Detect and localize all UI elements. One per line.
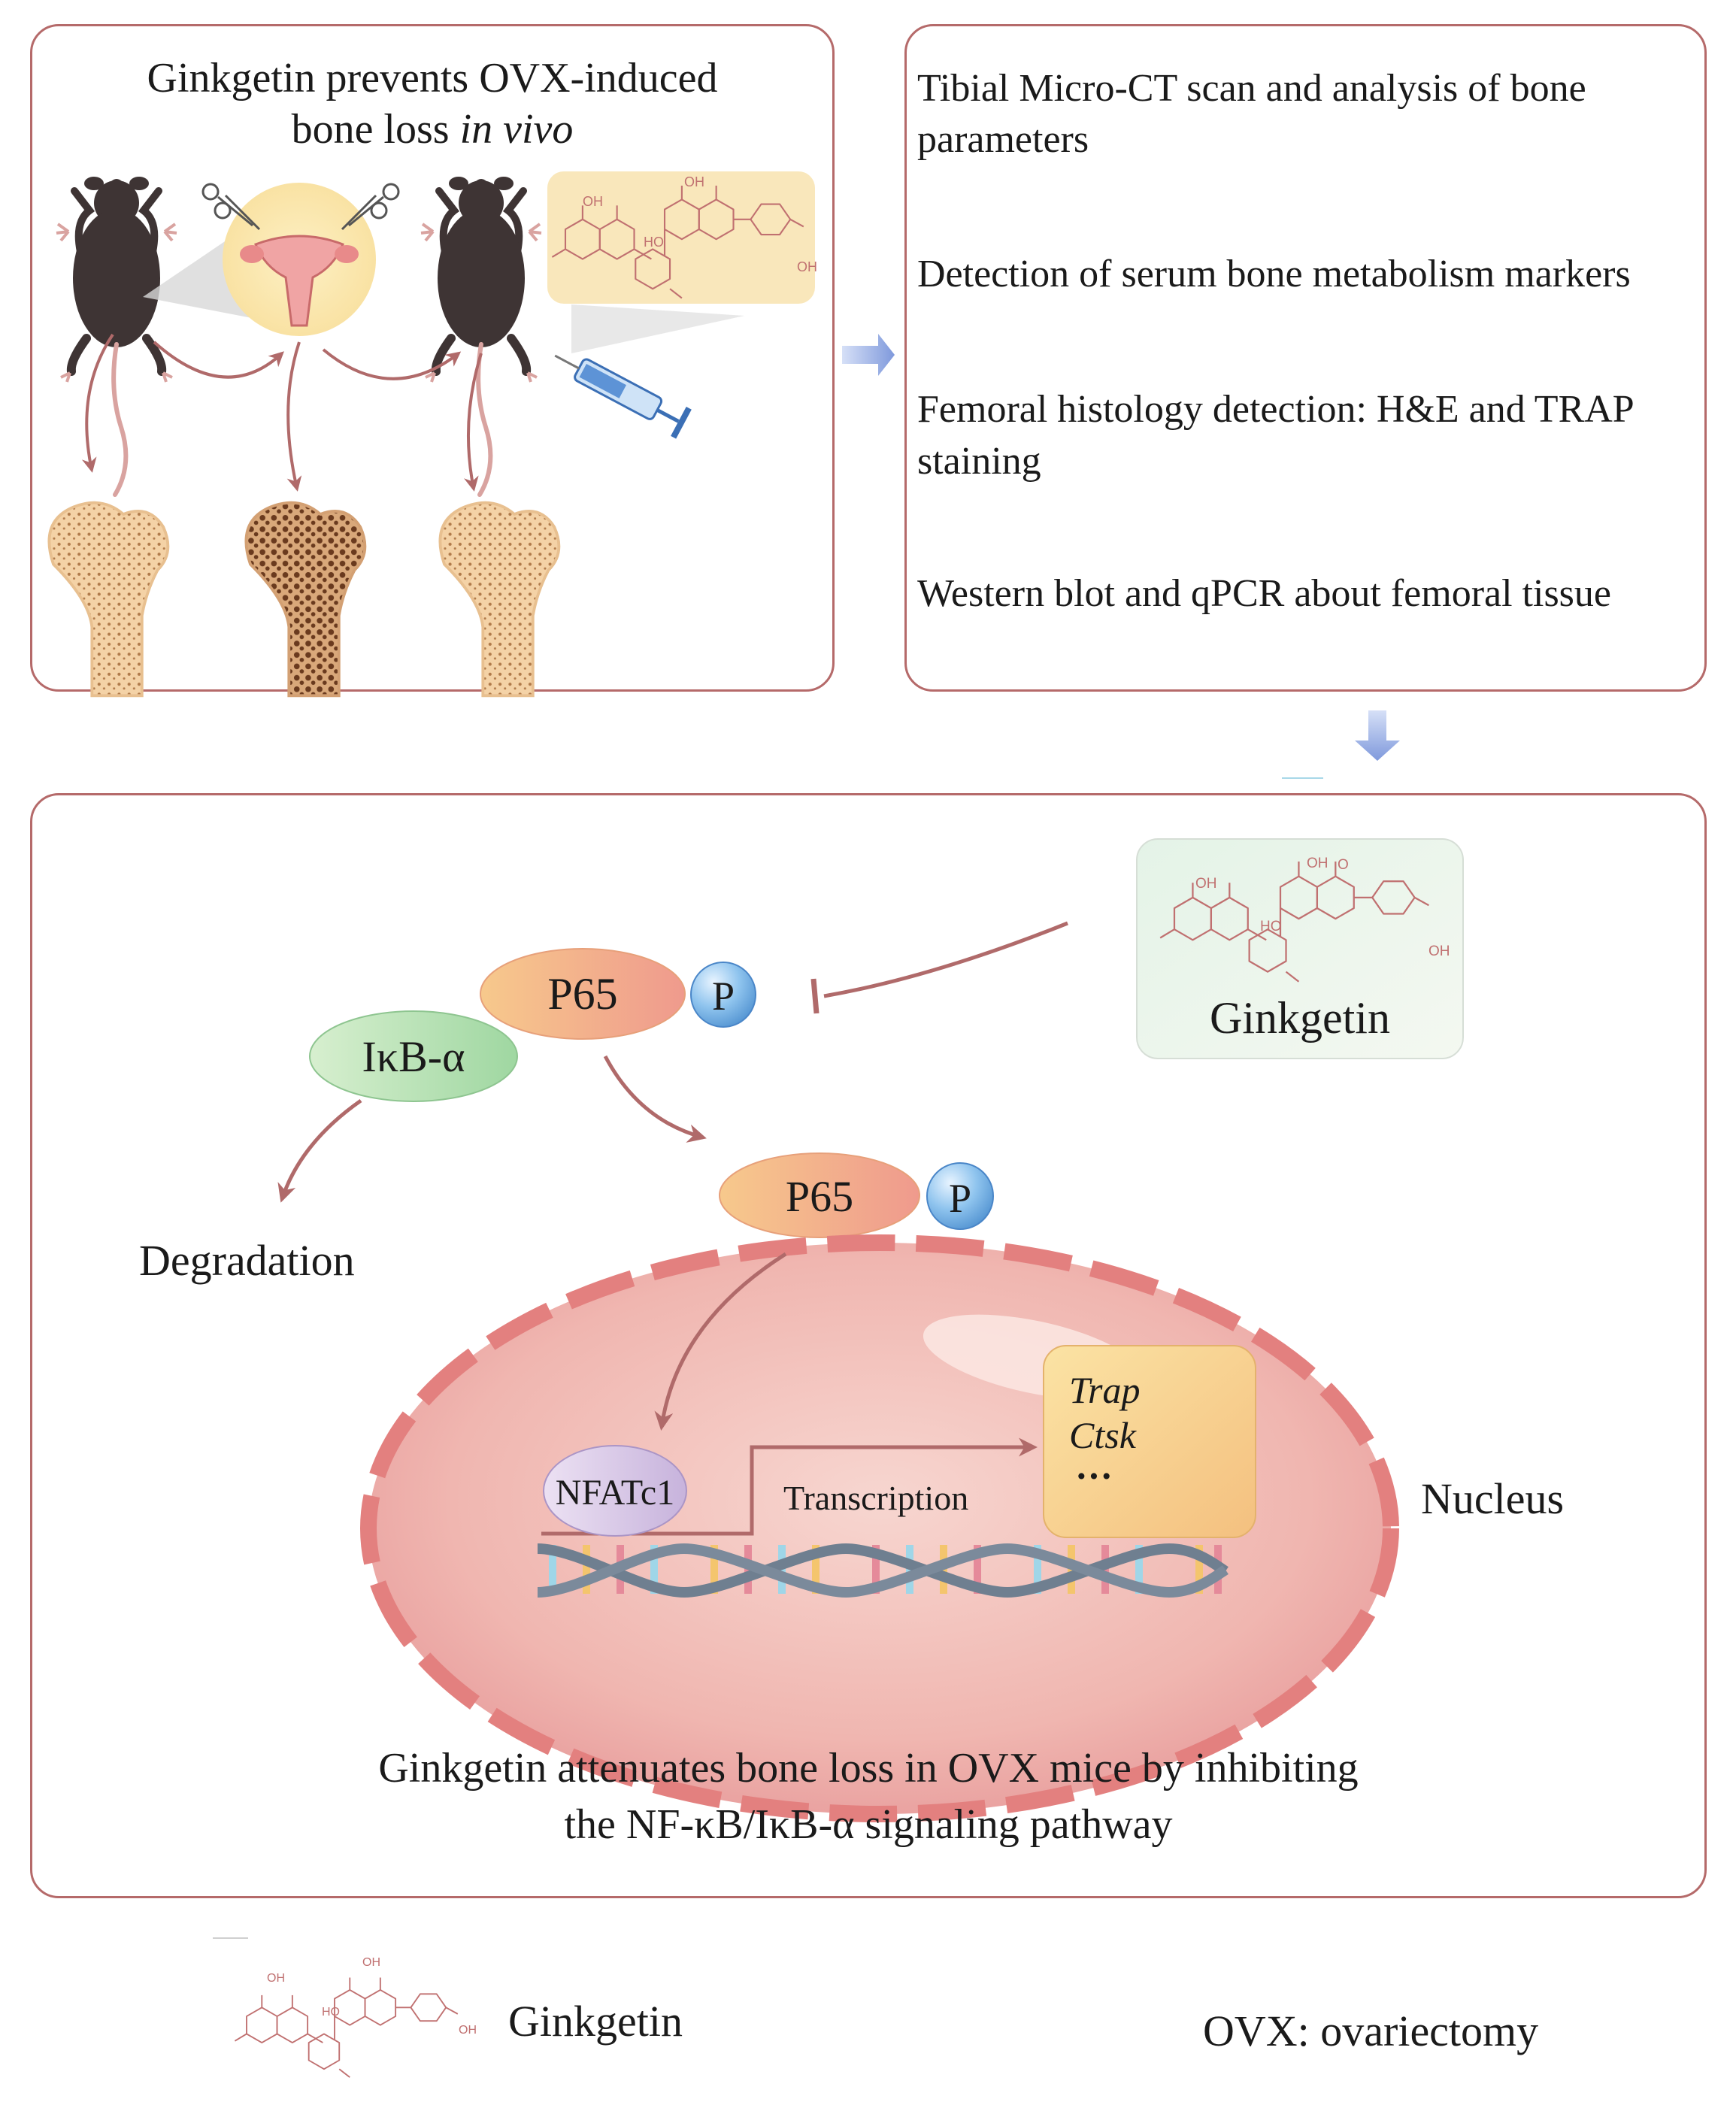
chem-label: OH [1428,943,1450,959]
conclusion-line2: the NF-κB/IκB-α signaling pathway [564,1801,1173,1848]
phospho-node-top [690,962,756,1028]
degradation-arrow [277,1098,362,1203]
ikba-label: IκB-α [362,1032,465,1081]
chem-label: OH [267,1972,285,1985]
legend-abbreviation: OVX: ovariectomy [1203,2007,1539,2055]
method-item-1-line2: parameters [917,118,1089,161]
scissors-icon [201,183,400,231]
invivo-title-plain: bone loss [291,106,460,153]
chem-label: OH [1307,856,1329,871]
target-genes-box [1043,1345,1256,1538]
invivo-title-line1: Ginkgetin prevents OVX-induced [147,55,718,101]
p65-to-nfatc1-arrow [654,1252,787,1431]
injection-cone [571,304,744,353]
nucleus-label: Nucleus [1421,1474,1565,1523]
chem-label: OH [459,2024,477,2037]
chem-label: OH [1195,876,1217,892]
conclusion-line1: Ginkgetin attenuates bone loss in OVX mi… [378,1745,1359,1792]
p65-node-top [480,948,686,1040]
method-item-2-line1: Detection of serum bone metabolism marke… [917,253,1631,295]
invivo-flow-arrows [81,333,483,492]
methods-panel [904,24,1707,692]
p65-label-bottom: P65 [785,1172,854,1221]
gene-more: ··· [1075,1455,1113,1497]
phospho-node-bottom [926,1162,994,1230]
p65-label-top: P65 [547,969,618,1019]
method-item-3-line2: staining [917,440,1041,483]
transcription-label: Transcription [783,1479,969,1517]
femur-ovx-ginkgetin [438,501,561,698]
method-item-3-line1: Femoral histology detection: H&E and TRA… [917,388,1635,431]
inhibition-line [823,921,1068,998]
femur-sham [47,501,170,698]
arrow-right-flow [842,334,895,376]
nfatc1-label: NFATc1 [555,1473,675,1513]
chem-label: HO [322,2006,340,2019]
chem-label: O [1338,857,1349,873]
degradation-label: Degradation [139,1236,355,1285]
invivo-title-italic: in vivo [459,106,574,153]
ginkgetin-box-label: Ginkgetin [1210,993,1390,1043]
transcription-arrow [541,1437,1038,1536]
inhibition-bar [810,978,820,1014]
compound-box [547,171,815,304]
chem-label: OH [684,174,704,189]
legend-ginkgetin-label: Ginkgetin [508,1997,683,2046]
method-item-4-line1: Western blot and qPCR about femoral tiss… [917,572,1611,615]
uterus-icon [240,235,359,327]
femur-ovx [244,501,367,698]
p65-node-bottom [719,1152,920,1238]
ginkgetin-box [1136,838,1464,1059]
gene-ctsk: Ctsk [1069,1414,1136,1456]
method-item-1-line1: Tibial Micro-CT scan and analysis of bon… [917,67,1586,110]
invivo-title-line2: bone loss in vivo [0,105,865,153]
chem-label: HO [1260,919,1282,934]
nfatc1-node [543,1445,687,1537]
chem-label: OH [797,259,817,274]
chem-label: OH [583,194,603,209]
phospho-label-top: P [711,974,735,1019]
arrow-down-flow [1355,710,1400,761]
in-vivo-panel [30,24,835,692]
syringe-icon [554,354,692,439]
ikba-node [309,1010,518,1102]
dna-helix [537,1543,1229,1598]
chem-label: OH [362,1956,380,1969]
phospho-label-bottom: P [948,1176,972,1221]
translocation-arrow [603,1055,707,1143]
mouse-ovx-treated [421,177,541,495]
ginkgetin-structure-legend [234,1976,459,2079]
mouse-sham [56,177,177,495]
gene-trap: Trap [1069,1369,1141,1411]
chem-label: HO [644,235,664,250]
